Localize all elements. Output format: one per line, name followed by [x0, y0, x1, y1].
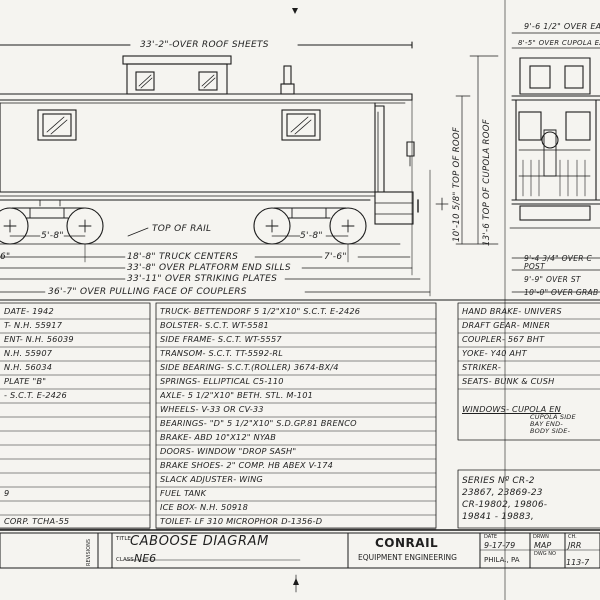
- company-name: CONRAIL: [375, 536, 439, 550]
- spec-row: 9: [4, 488, 10, 498]
- date-value: 9-17-79: [484, 541, 516, 550]
- spec-row: - S.C.T. E-2426: [4, 390, 67, 400]
- spec-row: CORP. TCHA-55: [4, 516, 70, 526]
- spec-row: ICE BOX- N.H. 50918: [160, 502, 249, 512]
- dwg-label: DWG NO: [534, 551, 556, 557]
- platform-sills-dim: 33'-8" OVER PLATFORM END SILLS: [127, 263, 291, 273]
- cupola-eaves-dim: 8'-5" OVER CUPOLA EAVES: [518, 39, 600, 47]
- dwg-value: 113-7: [566, 558, 590, 567]
- spec-row: PLATE "B": [4, 376, 47, 386]
- truck-wheelbase-right: 5'-8": [300, 231, 323, 241]
- spec-row: HAND BRAKE- UNIVERS: [462, 306, 562, 316]
- title-block-lines: [0, 532, 600, 569]
- revisions-label: REVISIONS: [86, 538, 92, 566]
- top-of-roof-dim: 10'-10 5/8" TOP OF ROOF: [452, 126, 462, 242]
- spec-row: BEARINGS- "D" 5 1/2"X10" S.D.GP.81 BRENC…: [160, 418, 357, 428]
- spec-row: BODY SIDE-: [530, 427, 571, 435]
- spec-row: WINDOWS- CUPOLA EN: [462, 404, 561, 414]
- center-mark-top: [292, 8, 298, 14]
- series-row: 23867, 23869-23: [462, 488, 543, 498]
- spec-row: SIDE FRAME- S.C.T. WT-5557: [160, 334, 282, 344]
- class-value: NE6: [134, 552, 157, 565]
- overall-width-dim: 10'-0" OVER GRAB: [524, 288, 599, 297]
- title-label: TITLE: [116, 536, 131, 542]
- spec-row: WHEELS- V-33 OR CV-33: [160, 404, 264, 414]
- truck-wheelbase-left: 5'-8": [41, 231, 64, 241]
- spec-row-lines: [0, 318, 600, 530]
- spec-row: STRIKER-: [462, 362, 502, 372]
- spec-row: TRANSOM- S.C.T. TT-5592-RL: [160, 348, 284, 358]
- spec-row: N.H. 56034: [4, 362, 53, 372]
- spec-row: [4, 404, 148, 415]
- side-elevation: [0, 41, 499, 297]
- series-row: 19841 - 19883,: [462, 512, 534, 522]
- truck-centers-dim: 18'-8" TRUCK CENTERS: [127, 252, 239, 262]
- series-row: CR-19802, 19806-: [462, 500, 548, 510]
- spec-row: DATE- 1942: [4, 306, 54, 316]
- spec-row: [462, 390, 598, 401]
- spec-row: [4, 446, 148, 457]
- spec-row: TOILET- LF 310 MICROPHOR D-1356-D: [160, 516, 323, 526]
- spec-row: T- N.H. 55917: [4, 320, 63, 330]
- spec-row: [4, 432, 148, 443]
- drawing-title: CABOOSE DIAGRAM: [130, 534, 269, 549]
- spec-row: BOLSTER- S.C.T. WT-5581: [160, 320, 269, 330]
- spec-row: BRAKE- ABD 10"X12" NYAB: [160, 432, 277, 442]
- top-cupola-roof-dim: 13'-6 TOP OF CUPOLA ROOF: [482, 119, 492, 246]
- couplers-dim: 36'-7" OVER PULLING FACE OF COUPLERS: [48, 287, 247, 297]
- spec-row: SLACK ADJUSTER- WING: [160, 474, 263, 484]
- end-elevation: [504, 0, 600, 600]
- spec-row: CUPOLA SIDE: [530, 413, 576, 421]
- spec-table-lines: [0, 299, 600, 531]
- spec-row: [4, 502, 148, 513]
- over-eaves-dim: 9'-6 1/2" OVER EA: [524, 22, 600, 31]
- spec-row: COUPLER- 567 BHT: [462, 334, 545, 344]
- spec-row: TRUCK- BETTENDORF 5 1/2"X10" S.C.T. E-24…: [160, 306, 361, 316]
- spec-row: [4, 474, 148, 485]
- ch-label: CH.: [568, 534, 577, 540]
- spec-row: N.H. 55907: [4, 348, 53, 358]
- location-value: PHILA., PA: [484, 556, 520, 564]
- spec-row: SEATS- BUNK & CUSH: [462, 376, 555, 386]
- spec-row: ENT- N.H. 56039: [4, 334, 74, 344]
- series-row: SERIES Nº CR-2: [462, 476, 535, 486]
- over-steps-dim: 9'-9" OVER ST: [524, 275, 581, 284]
- date-label: DATE: [484, 534, 498, 540]
- department-name: EQUIPMENT ENGINEERING: [358, 553, 457, 562]
- spec-row: [4, 418, 148, 429]
- spec-row: BRAKE SHOES- 2" COMP. HB ABEX V-174: [160, 460, 334, 470]
- right-overhang-dim: 7'-6": [324, 252, 347, 262]
- spec-row: BAY END-: [530, 420, 563, 428]
- spec-row: SIDE BEARING- S.C.T.(ROLLER) 3674-BX/4: [160, 362, 339, 372]
- striking-plates-dim: 33'-11" OVER STRIKING PLATES: [127, 274, 278, 284]
- spec-row: AXLE- 5 1/2"X10" BETH. STL. M-101: [160, 390, 314, 400]
- spec-row: FUEL TANK: [160, 488, 207, 498]
- drawn-label: DRWN: [533, 534, 549, 540]
- top-of-rail-label: TOP OF RAIL: [152, 224, 212, 234]
- roof-sheets-dim: 33'-2"-OVER ROOF SHEETS: [140, 40, 269, 50]
- spec-row: DRAFT GEAR- MINER: [462, 320, 551, 330]
- class-label: CLASS: [116, 557, 134, 563]
- ch-value: JRR: [568, 541, 582, 550]
- left-edge-dim: 6": [0, 252, 11, 262]
- spec-row: YOKE- Y40 AHT: [462, 348, 527, 358]
- spec-row: DOORS- WINDOW "DROP SASH": [160, 446, 297, 456]
- spec-row: SPRINGS- ELLIPTICAL C5-110: [160, 376, 284, 386]
- spec-row: [4, 460, 148, 471]
- drawn-value: MAP: [534, 541, 552, 550]
- posts-dim: 9'-4 3/4" OVER C POST: [524, 254, 593, 271]
